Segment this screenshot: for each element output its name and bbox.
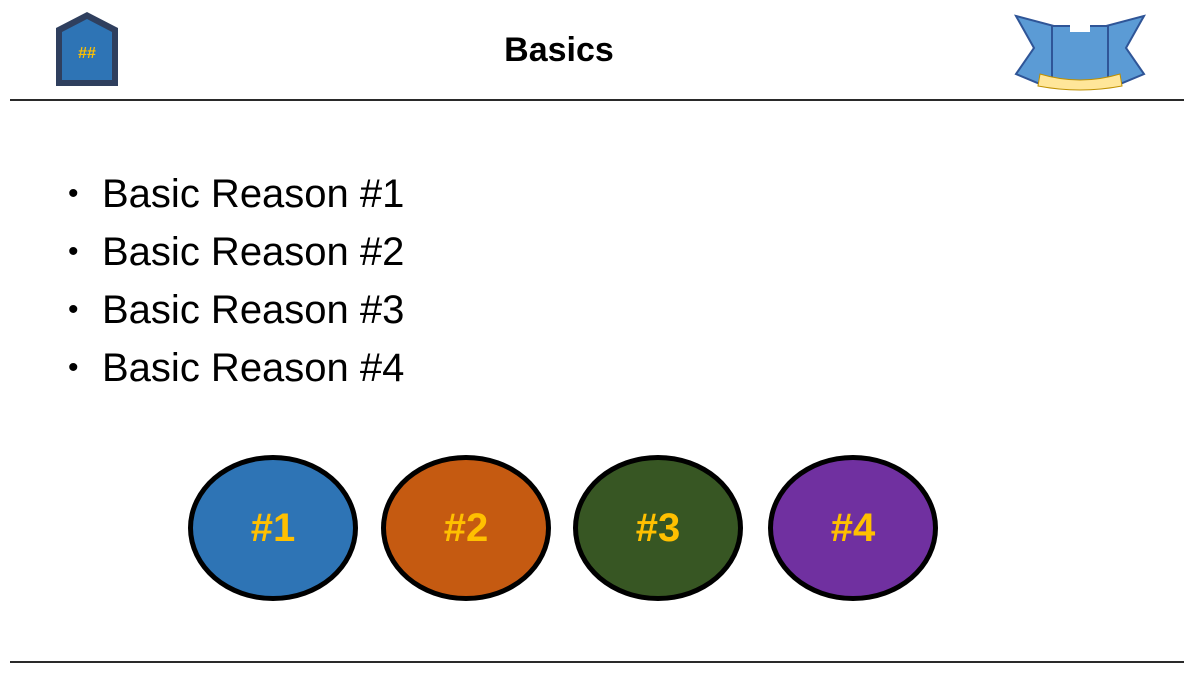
reason-text: Basic Reason #3 [102,288,405,332]
oval-label: #2 [443,505,489,550]
bullet-icon: • [68,293,79,326]
oval-2: #2 [381,455,551,601]
page-title: Basics [504,31,614,69]
bullet-icon: • [68,351,79,384]
house-icon: ## [56,12,118,86]
banner-icon [1014,14,1146,91]
oval-label: #1 [250,505,296,550]
oval-label: #3 [635,505,681,550]
list-item: • Basic Reason #1 [64,165,404,223]
reason-text: Basic Reason #2 [102,230,405,274]
header-divider [10,99,1184,101]
bullet-icon: • [68,235,79,268]
list-item: • Basic Reason #2 [64,223,404,281]
list-item: • Basic Reason #4 [64,339,404,397]
footer-divider [10,661,1184,663]
bullet-icon: • [68,177,79,210]
oval-4: #4 [768,455,938,601]
oval-label: #4 [830,505,876,550]
reason-text: Basic Reason #1 [102,172,405,216]
oval-1: #1 [188,455,358,601]
reasons-list: • Basic Reason #1 • Basic Reason #2 • Ba… [64,165,404,397]
list-item: • Basic Reason #3 [64,281,404,339]
reason-text: Basic Reason #4 [102,346,405,390]
house-icon-label: ## [78,45,96,62]
oval-3: #3 [573,455,743,601]
